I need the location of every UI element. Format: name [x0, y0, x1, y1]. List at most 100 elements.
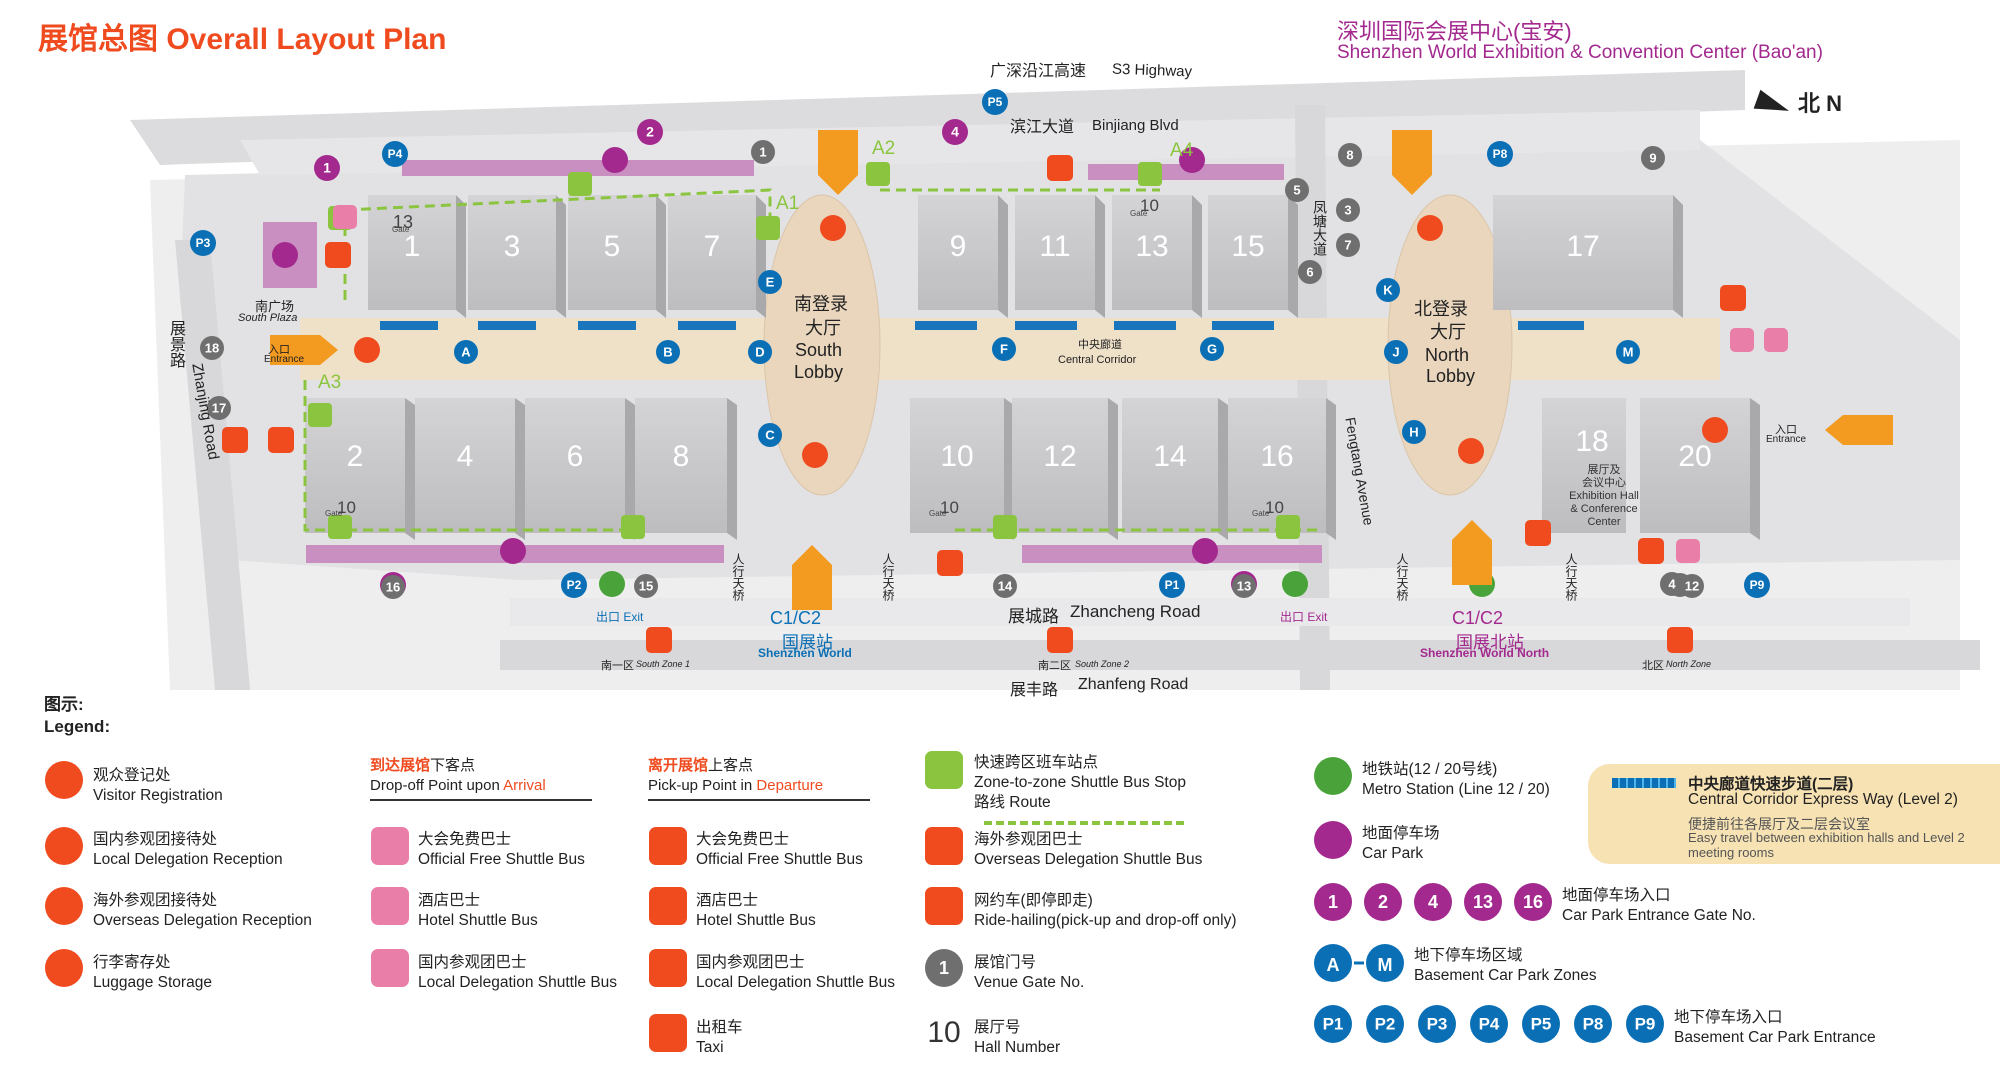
venue-gate-icon	[1680, 574, 1704, 598]
entrance-label: Entrance	[264, 354, 305, 365]
road-label: Binjiang Blvd	[1092, 117, 1179, 134]
local-bus-arrival-icon	[371, 949, 409, 987]
legend-overseas-bus-en: Overseas Delegation Shuttle Bus	[974, 851, 1203, 868]
basement-zone-icon-label: K	[1383, 282, 1393, 297]
basement-entrance-legend-label: P9	[1635, 1014, 1656, 1033]
transport-icon	[1047, 627, 1073, 653]
car-park-gate-legend-icon	[1464, 883, 1502, 921]
basement-zone-icon	[758, 423, 782, 447]
legend-corridor-box: 中央廊道快速步道(二层) Central Corridor Express Wa…	[1588, 764, 2000, 864]
shuttle-stop-label: A3	[318, 372, 342, 393]
car-park-icon	[1192, 538, 1218, 564]
hall-shadow	[1192, 195, 1202, 318]
hall-shadow	[998, 195, 1008, 318]
legend-car-park-en: Car Park	[1362, 845, 1424, 862]
legend-metro-en: Metro Station (Line 12 / 20)	[1362, 781, 1550, 798]
metro-legend-icon	[1314, 757, 1352, 795]
venue-gate-icon	[200, 336, 224, 360]
lobby-label: Lobby	[794, 362, 844, 382]
venue-gate-icon-label: 1	[759, 144, 766, 159]
legend-shuttle-stop-route: 路线 Route	[974, 794, 1051, 811]
legend-official-bus-arrival-cn: 大会免费巴士	[418, 831, 512, 848]
shuttle-stop-icon	[866, 162, 890, 186]
express-way-icon	[1612, 778, 1676, 788]
legend-taxi-cn: 出租车	[696, 1019, 743, 1036]
transport-icon	[1667, 627, 1693, 653]
official-bus-departure-icon	[649, 827, 687, 865]
pickup-icon	[1764, 328, 1788, 352]
hall-block	[525, 398, 625, 533]
basement-zone-icon-label: J	[1392, 344, 1399, 359]
hall-number: 4	[457, 440, 474, 473]
basement-zone-icon-label: D	[755, 344, 764, 359]
express-way-bar	[1015, 321, 1077, 330]
express-way-bar	[1114, 321, 1176, 330]
shuttle-stop-label: A1	[776, 193, 800, 214]
basement-zone-icon-label: F	[1000, 341, 1008, 356]
basement-zone-icon	[1402, 420, 1426, 444]
hall-number: 10	[940, 440, 973, 473]
basement-zone-icon	[1384, 340, 1408, 364]
exit-label: 出口 Exit	[596, 610, 644, 624]
hall-number: 7	[704, 230, 721, 263]
entrance-arrow-icon	[1392, 130, 1432, 195]
entrance-label: 入口	[268, 344, 290, 356]
road-label: 展景路	[167, 320, 184, 368]
express-way-bar	[1212, 321, 1274, 330]
car-park-gate-icon	[637, 119, 663, 145]
shuttle-stop-icon	[568, 172, 592, 196]
taxi-zone-label: South Zone 1	[636, 659, 691, 669]
hall-gate-label: 13	[393, 212, 414, 232]
venue-gate-icon	[1641, 146, 1665, 170]
hall-number: 20	[1678, 440, 1711, 473]
car-park-icon	[272, 242, 298, 268]
hall-block	[468, 195, 556, 310]
road-label: 展城路	[1008, 607, 1059, 626]
pickup-icon	[1676, 539, 1700, 563]
car-park-gate-legend-icon	[1514, 883, 1552, 921]
shuttle-stop-icon	[756, 216, 780, 240]
road-label: S3 Highway	[1111, 60, 1193, 81]
metro-label: 国展站	[782, 633, 833, 652]
entrance-arrow-icon	[1452, 520, 1492, 585]
legend-venue-gate-en: Venue Gate No.	[974, 974, 1085, 991]
legend-official-bus-departure-cn: 大会免费巴士	[696, 831, 790, 848]
basement-entrance-legend-icon	[1522, 1005, 1560, 1043]
shuttle-stop-legend-icon	[925, 751, 963, 789]
hall-shadow	[1750, 398, 1760, 540]
legend-local-bus-arrival-cn: 国内参观团巴士	[418, 954, 527, 971]
legend-title: 图示:Legend:	[44, 695, 111, 736]
hall-gate-label: 10	[337, 498, 356, 517]
basement-entrance-legend-label: P3	[1427, 1014, 1448, 1033]
venue-gate-legend-icon	[925, 949, 963, 987]
lobby-label: 大厅	[1430, 322, 1466, 342]
hall-gate-label: 10	[940, 498, 959, 517]
legend-car-park-cn: 地面停车场	[1362, 825, 1440, 842]
car-park-gate-icon-label: 2	[646, 124, 654, 140]
legend-official-bus-departure-en: Official Free Shuttle Bus	[696, 851, 863, 868]
basement-zone-icon	[748, 340, 772, 364]
hall-block-18	[1542, 398, 1626, 533]
express-way-bars	[380, 321, 1584, 330]
hall-shadow	[1218, 398, 1228, 540]
lobby-label: North	[1425, 345, 1470, 365]
basement-entrance-legend-label: P4	[1479, 1014, 1500, 1033]
express-way-bar	[1518, 321, 1584, 330]
plaza-label: 南广场	[255, 299, 295, 314]
entrance-arrow-icon	[270, 335, 338, 365]
hall-18-label: Center	[1587, 516, 1620, 528]
hall-block	[668, 195, 756, 310]
metro-label: Shenzhen World	[758, 646, 852, 660]
hall-number: 11	[1039, 230, 1070, 263]
venue-gate-icon-label: 12	[1685, 578, 1699, 593]
transport-icon	[646, 627, 672, 653]
basement-entrance-icon	[190, 230, 216, 256]
venue-gate-icon-label: 13	[1237, 578, 1251, 593]
legend-local-reception-cn: 国内参观团接待处	[93, 831, 218, 848]
legend-metro-cn: 地铁站(12 / 20号线)	[1362, 761, 1498, 778]
ride-hailing-icon	[925, 887, 963, 925]
